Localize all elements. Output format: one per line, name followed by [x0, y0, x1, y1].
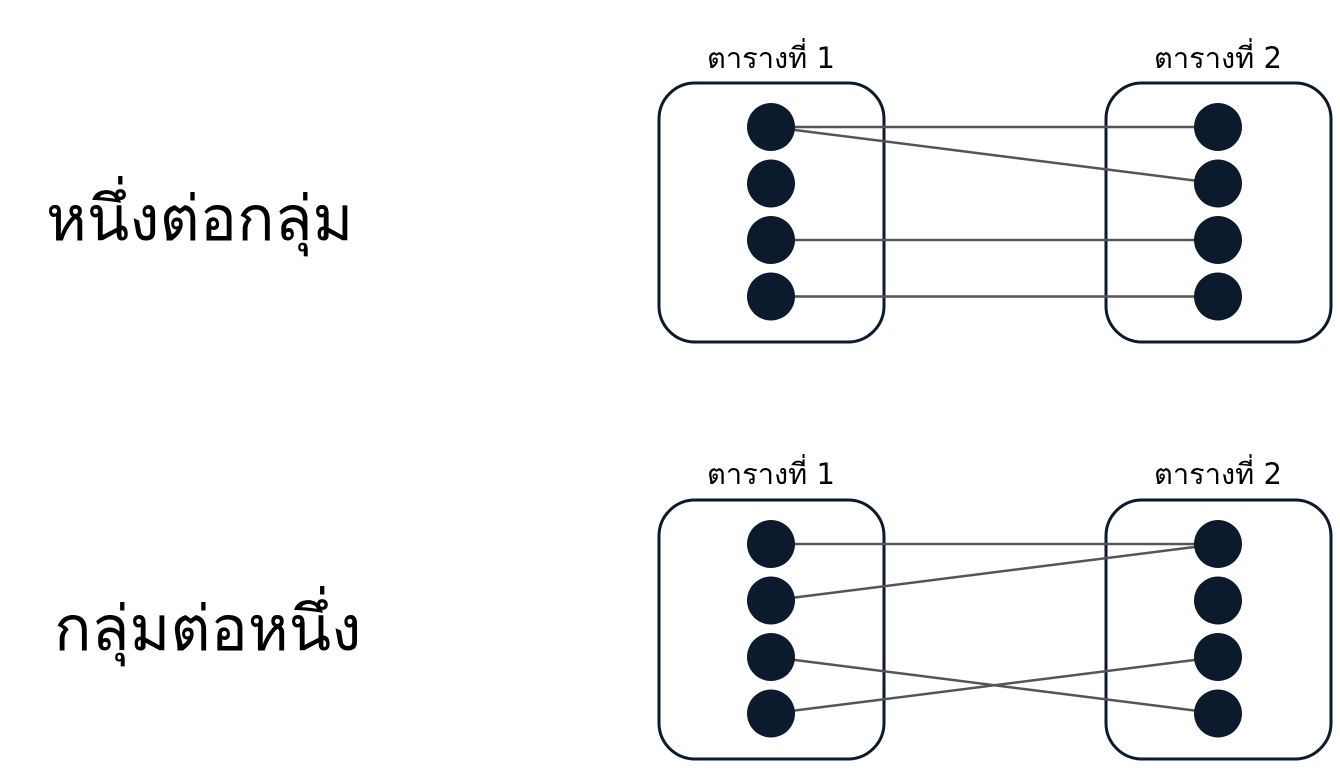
- table-1-record-node: [747, 633, 795, 681]
- table-1-box: [657, 498, 886, 761]
- table-2-record-node: [1194, 633, 1242, 681]
- relation-label-many-to-one: กลุ่มต่อหนึ่ง: [54, 592, 362, 665]
- table-2-record-node: [1194, 216, 1242, 264]
- table-2-box: [1104, 498, 1333, 761]
- table-1-record-node: [747, 159, 795, 208]
- table-2-record-node: [1194, 520, 1242, 568]
- relationship-link: [770, 542, 1219, 602]
- table-2-record-node: [1194, 159, 1242, 208]
- table-2-record-node: [1194, 272, 1242, 321]
- table-1-record-node: [747, 272, 795, 321]
- relationship-link: [770, 655, 1219, 715]
- table-1-record-node: [747, 689, 795, 738]
- table-2-record-node: [1194, 576, 1242, 625]
- table-1-record-node: [747, 103, 795, 151]
- table-1-record-node: [747, 520, 795, 568]
- table-2-record-node: [1194, 689, 1242, 738]
- table-1-record-node: [747, 576, 795, 625]
- table-2-title: ตารางที่ 2: [1154, 41, 1282, 75]
- table-1-title: ตารางที่ 1: [707, 41, 835, 75]
- table-1-box: [657, 81, 886, 344]
- relation-label-one-to-many: หนึ่งต่อกลุ่ม: [46, 182, 354, 255]
- table-2-box: [1104, 81, 1333, 344]
- table-2-record-node: [1194, 103, 1242, 151]
- table-1-record-node: [747, 216, 795, 264]
- table-1-title: ตารางที่ 1: [707, 457, 835, 491]
- relationship-link: [770, 125, 1219, 185]
- table-2-title: ตารางที่ 2: [1154, 457, 1282, 491]
